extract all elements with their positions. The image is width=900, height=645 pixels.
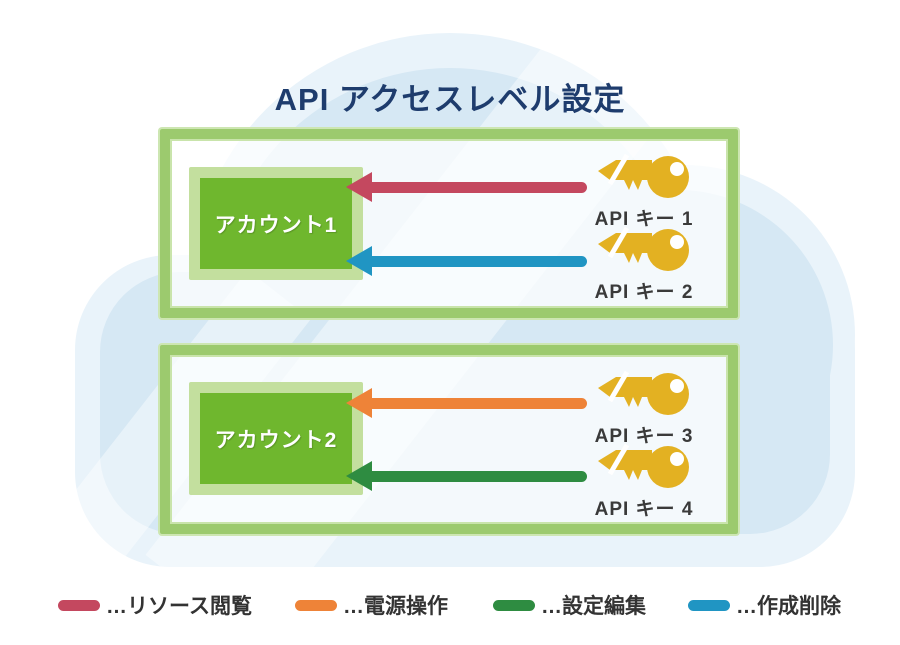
account-2-box: アカウント2 <box>200 393 352 484</box>
legend-color-bar <box>688 599 730 611</box>
api-key-3: API キー 3 <box>592 368 696 448</box>
arrow-shaft <box>371 398 587 409</box>
key-icon <box>598 370 689 415</box>
legend-label: …リソース閲覧 <box>106 595 252 618</box>
account-2-box-frame: アカウント2 <box>189 382 363 495</box>
arrow-head <box>346 172 372 202</box>
api-key-2: API キー 2 <box>592 224 696 304</box>
api-key-label: API キー 3 <box>594 426 694 447</box>
arrow-shaft <box>371 471 587 482</box>
arrow-shaft <box>371 256 587 267</box>
legend-item-create-delete: …作成削除 <box>688 592 841 618</box>
key-icon <box>598 153 689 198</box>
page-title: API アクセスレベル設定 <box>274 82 626 117</box>
account-1-box-frame: アカウント1 <box>189 167 363 280</box>
legend-color-bar <box>58 599 100 611</box>
api-key-label: API キー 2 <box>594 282 694 303</box>
arrow-api-key-3 <box>346 388 587 418</box>
api-key-label: API キー 4 <box>594 499 694 520</box>
legend-item-power-operation: …電源操作 <box>295 592 448 618</box>
legend-label: …設定編集 <box>541 595 646 618</box>
api-key-label: API キー 1 <box>594 209 694 230</box>
arrow-shaft <box>371 182 587 193</box>
legend-item-settings-edit: …設定編集 <box>493 592 646 618</box>
arrow-api-key-2 <box>346 246 587 276</box>
arrow-api-key-4 <box>346 461 587 491</box>
key-icon <box>598 226 689 271</box>
legend-item-resource-view: …リソース閲覧 <box>58 592 252 618</box>
arrow-head <box>346 388 372 418</box>
api-key-1: API キー 1 <box>592 151 696 231</box>
legend-label: …作成削除 <box>736 595 841 618</box>
legend-label: …電源操作 <box>343 595 448 618</box>
legend-color-bar <box>295 599 337 611</box>
arrow-head <box>346 461 372 491</box>
arrow-head <box>346 246 372 276</box>
arrow-api-key-1 <box>346 172 587 202</box>
key-icon <box>598 443 689 488</box>
legend-color-bar <box>493 599 535 611</box>
api-key-4: API キー 4 <box>592 441 696 521</box>
account-1-box: アカウント1 <box>200 178 352 269</box>
